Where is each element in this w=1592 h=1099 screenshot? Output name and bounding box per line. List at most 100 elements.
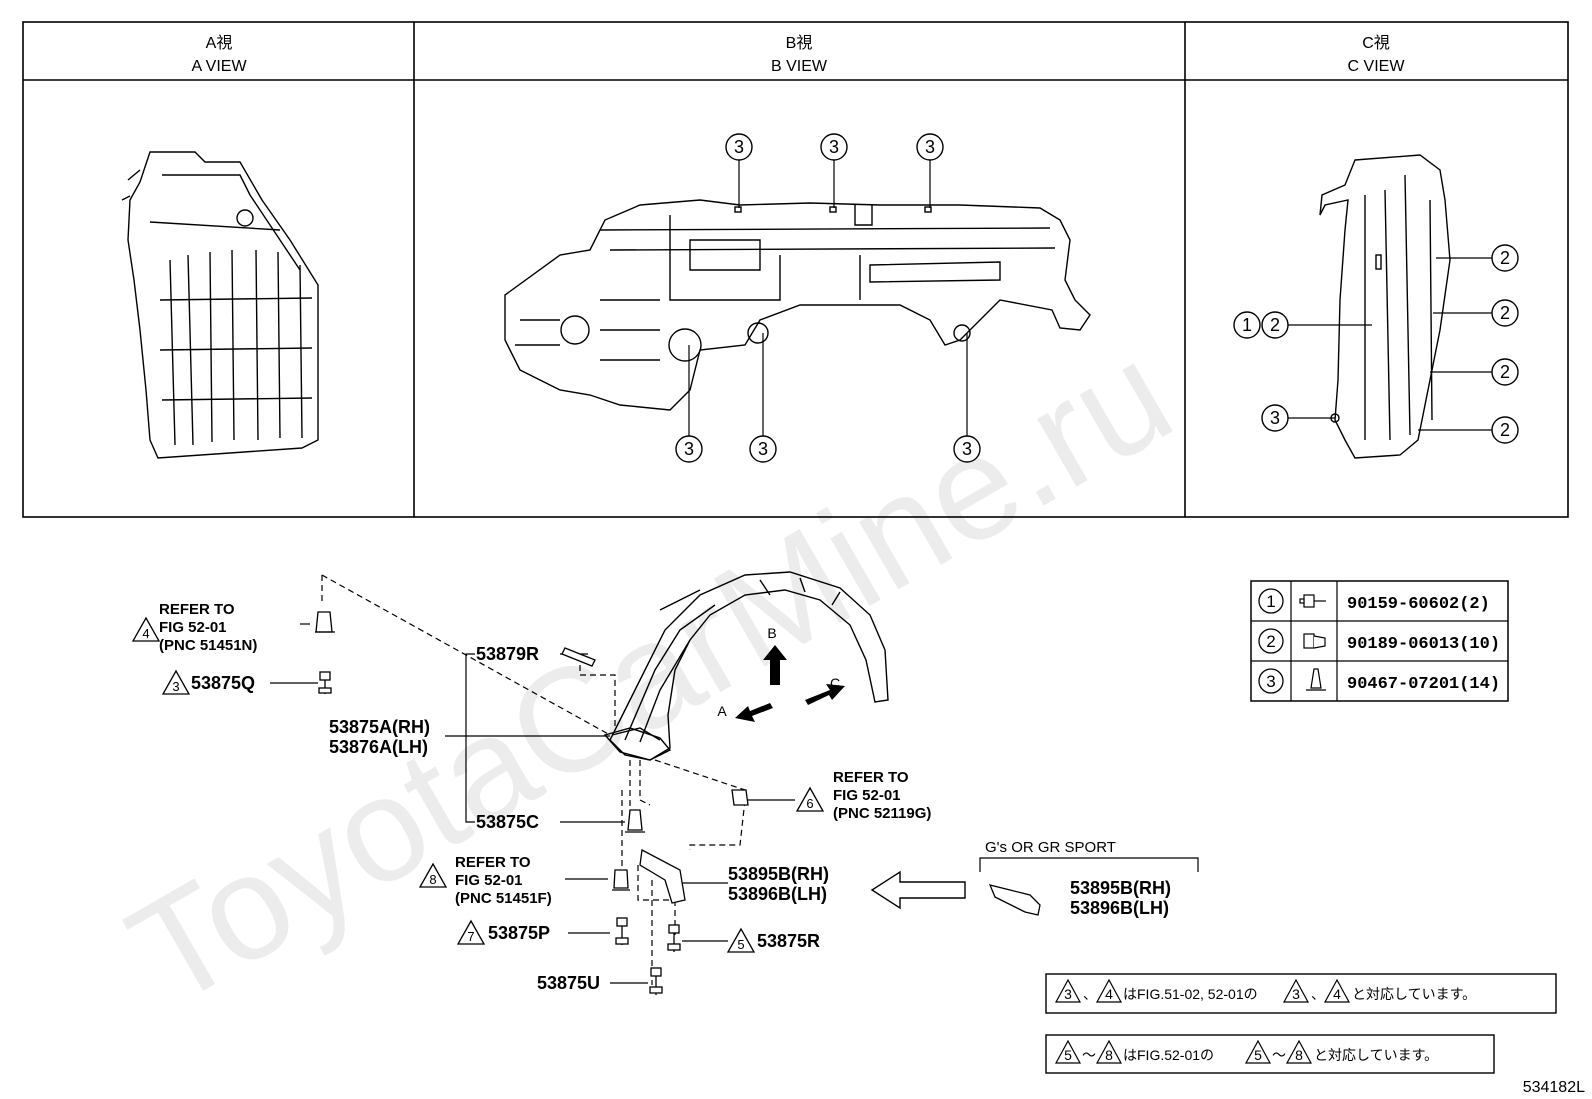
part-53896b: 53896B(LH) (728, 884, 827, 904)
triangle-icon (726, 927, 756, 953)
callout-circle (1491, 299, 1519, 327)
c-view-en: C VIEW (1348, 58, 1406, 75)
callout-circle (953, 435, 981, 463)
arrow-c-label: C (830, 675, 840, 691)
fastener-glyphs (315, 611, 1041, 995)
b-view-callouts: 3 3 3 3 3 3 (675, 133, 981, 463)
triangle-icon (131, 616, 161, 642)
part-53875p: 53875P (488, 923, 550, 943)
triangle-callouts: 4 3 6 8 7 5 (131, 616, 825, 953)
b-view-en: B VIEW (771, 58, 828, 75)
triangle-icon (1095, 1039, 1123, 1064)
watermark: ToyotaCarMine.ru (104, 311, 1198, 1038)
triangle-number: 4 (142, 626, 149, 641)
callout-number: 3 (1270, 408, 1280, 428)
triangle-icon (1095, 978, 1123, 1003)
fastener-key: 1 (1266, 592, 1275, 611)
screw-icon (318, 671, 332, 694)
note-ref: 4 (1333, 986, 1341, 1002)
callout-circle (1261, 404, 1289, 432)
triangle-number: 8 (429, 872, 436, 887)
note-sep: 、 (1083, 986, 1097, 1002)
screw-icon (649, 967, 663, 995)
callout-number: 3 (962, 439, 972, 459)
note-text: はFIG.51-02, 52-01の (1123, 986, 1258, 1002)
triangle-icon (161, 669, 191, 695)
refer-6-line1: REFER TO (833, 769, 909, 786)
refer-4-line1: REFER TO (159, 601, 235, 618)
refer-6-line2: FIG 52-01 (833, 787, 901, 804)
c-view-leaders (1288, 257, 1492, 431)
refer-6-line3: (PNC 52119G) (833, 805, 931, 822)
bracket-53879r (561, 647, 596, 667)
callout-circle (749, 435, 777, 463)
variant-label: G's OR GR SPORT (985, 839, 1116, 856)
triangle-number: 3 (172, 679, 179, 694)
clip-icon (315, 611, 335, 633)
part-53895b: 53895B(RH) (728, 864, 829, 884)
part-53875r: 53875R (757, 931, 820, 951)
screw-grommet-icon (1303, 633, 1326, 649)
diagram-id: 534182L (1523, 1079, 1585, 1096)
triangle-icon (1054, 1039, 1082, 1064)
part-53875q: 53875Q (191, 673, 255, 693)
a-view-jp: A視 (206, 34, 233, 52)
callout-circle (1233, 311, 1261, 339)
nut-icon (731, 789, 749, 806)
a-view-liner-drawing (121, 151, 319, 459)
screw-icon (615, 917, 629, 945)
clip-icon (1306, 668, 1326, 691)
callout-circle (1491, 358, 1519, 386)
fastener-row: 2 90189-06013(10) (1258, 628, 1500, 654)
note-ref: 8 (1105, 1047, 1113, 1063)
fastener-row: 3 90467-07201(14) (1258, 668, 1500, 694)
note-sep: ～ (1272, 1047, 1286, 1063)
callout-circle (1491, 416, 1519, 444)
triangle-icon (456, 919, 486, 945)
fastener-key: 3 (1266, 672, 1275, 691)
refer-4-line2: FIG 52-01 (159, 619, 227, 636)
part-53896b-alt: 53896B(LH) (1070, 898, 1169, 918)
clip-icon (612, 869, 630, 891)
triangle-icon (1244, 1039, 1272, 1064)
direction-arrows: B C A (717, 625, 845, 722)
fastener-table: 1 90159-60602(2) 2 90189-06013(10) 3 904… (1250, 580, 1509, 702)
fastener-part-number: 90189-06013(10) (1347, 635, 1500, 654)
arrow-c-icon (805, 684, 845, 705)
callout-number: 1 (1242, 315, 1252, 335)
callout-circle (916, 133, 944, 161)
arrow-b-icon (763, 645, 787, 685)
callout-number: 3 (684, 439, 694, 459)
part-53875c: 53875C (476, 812, 539, 832)
note-ref: 3 (1064, 986, 1072, 1002)
note-ref: 3 (1292, 986, 1300, 1002)
callout-number: 2 (1500, 248, 1510, 268)
part-53875u: 53875U (537, 973, 600, 993)
refer-4-line3: (PNC 51451N) (159, 637, 257, 654)
arrow-a-icon (735, 703, 773, 722)
callout-circle (1491, 244, 1519, 272)
view-headers: A視 A VIEW B視 B VIEW C視 C VIEW (191, 34, 1405, 75)
refer-8-line1: REFER TO (455, 854, 531, 871)
c-view-liner-drawing (1319, 154, 1451, 459)
callout-number: 3 (758, 439, 768, 459)
correspondence-note-1: 3 、 4 はFIG.51-02, 52-01の 3 、 4 と対応しています。 (1045, 973, 1557, 1014)
a-view-en: A VIEW (191, 58, 247, 75)
view-table (22, 21, 1569, 518)
fastener-row: 1 90159-60602(2) (1258, 588, 1490, 614)
note-ref: 5 (1064, 1047, 1072, 1063)
triangle-icon (418, 862, 448, 888)
callout-number: 3 (829, 137, 839, 157)
screw-bolt-icon (1299, 594, 1326, 608)
part-53875a: 53875A(RH) (329, 717, 430, 737)
fastener-part-number: 90467-07201(14) (1347, 675, 1500, 694)
callout-number: 3 (734, 137, 744, 157)
callout-number: 2 (1500, 420, 1510, 440)
triangle-icon (1054, 978, 1082, 1003)
fender-liner-drawing (603, 571, 889, 761)
note-sep: 、 (1311, 986, 1325, 1002)
callout-number: 3 (925, 137, 935, 157)
callout-circle (725, 133, 753, 161)
b-view-liner-drawing (504, 199, 1091, 411)
